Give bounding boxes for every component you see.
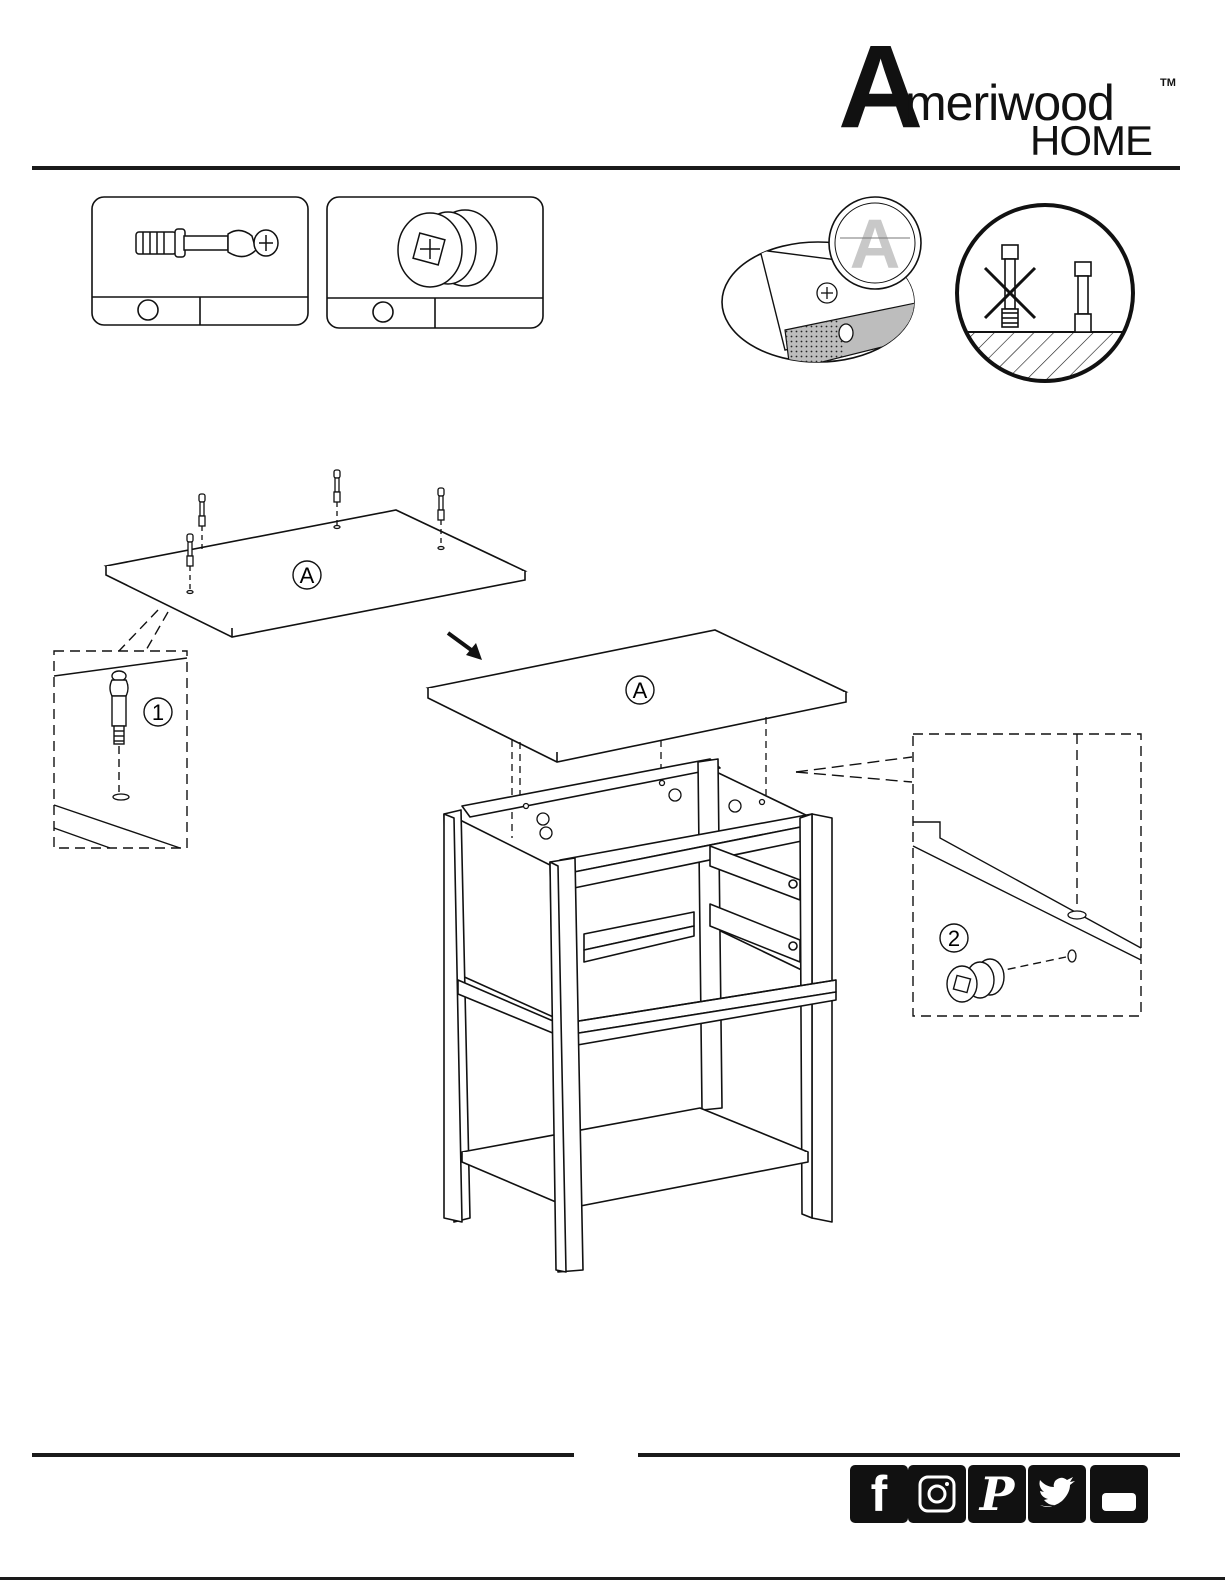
panel-a-reference-circle: A	[829, 197, 921, 289]
twitter-icon[interactable]	[1028, 1465, 1086, 1523]
panel-a-label-left: A	[293, 561, 321, 589]
svg-text:A: A	[300, 563, 315, 588]
detail-callout-lines	[796, 757, 912, 782]
cam-bolt-icon	[136, 229, 278, 257]
instagram-icon[interactable]	[908, 1465, 966, 1523]
panel-a-on-cabinet: A	[428, 630, 846, 762]
cam-lock-icon	[398, 210, 497, 287]
detail-box-step-1	[54, 651, 187, 848]
youtube-icon[interactable]	[1090, 1465, 1148, 1523]
hardware-box-cam-bolt	[92, 197, 308, 325]
bolt-depth-warning	[950, 205, 1140, 402]
facebook-icon[interactable]: f	[850, 1465, 908, 1523]
cabinet-frame	[444, 759, 836, 1272]
svg-text:A: A	[850, 205, 901, 283]
step-1-label: 1	[152, 700, 164, 725]
direction-arrow	[448, 633, 482, 660]
svg-text:A: A	[633, 678, 648, 703]
pinterest-icon[interactable]: P	[968, 1465, 1026, 1523]
detail-box-step-2	[913, 734, 1141, 1016]
step-2-label: 2	[948, 926, 960, 951]
